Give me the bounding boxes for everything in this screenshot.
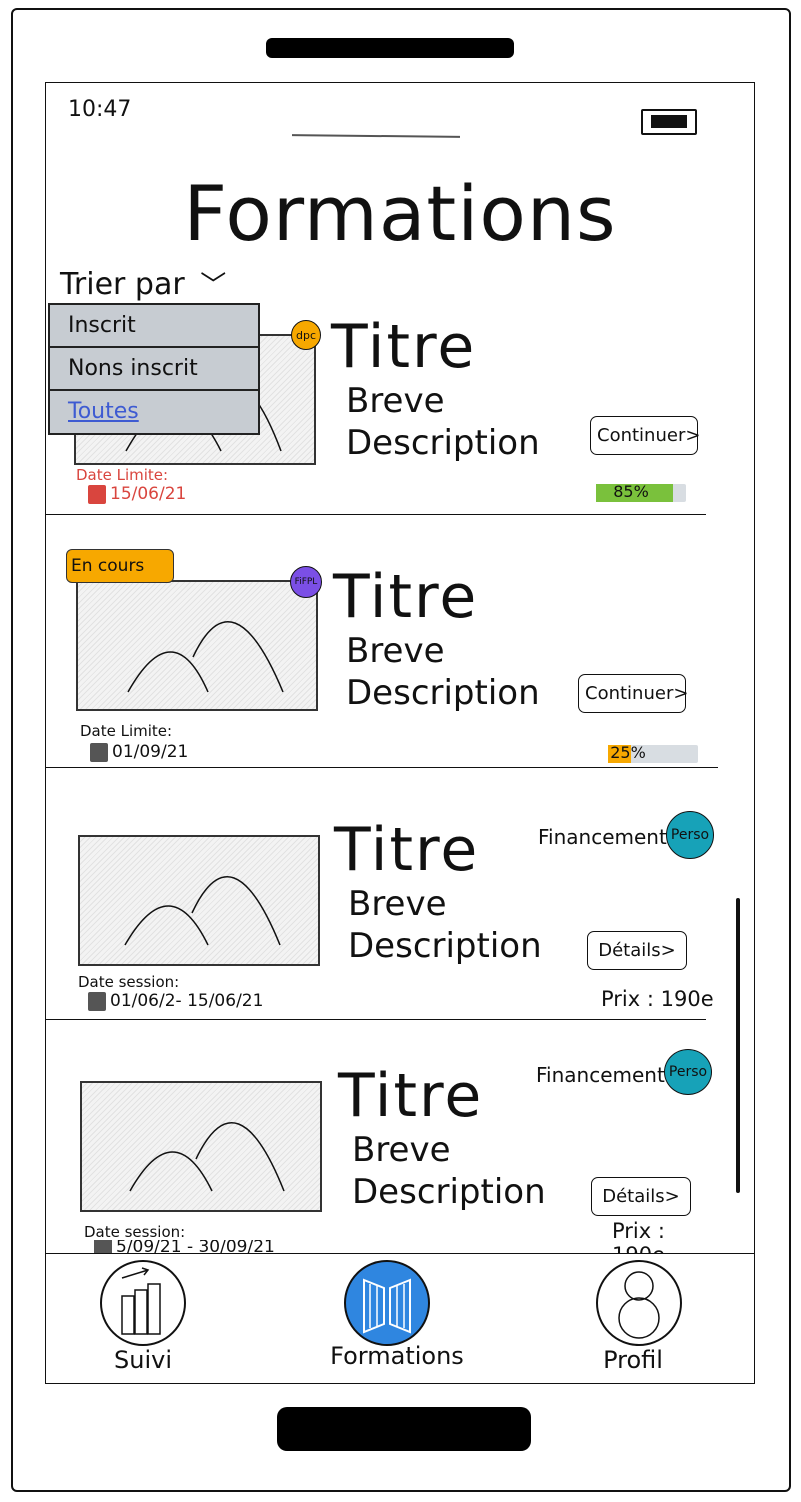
nav-formations[interactable]: Formations bbox=[330, 1342, 464, 1370]
sort-option-toutes[interactable]: Toutes bbox=[68, 399, 139, 424]
progress-fill bbox=[596, 484, 673, 502]
nav-profil[interactable]: Profil bbox=[603, 1346, 663, 1374]
deadline-value: 15/06/21 bbox=[88, 484, 186, 504]
divider bbox=[46, 1019, 706, 1020]
card-title: Titre bbox=[333, 562, 479, 632]
suivi-icon[interactable] bbox=[100, 1260, 186, 1346]
dpc-badge: dpc bbox=[291, 320, 321, 350]
session-dates: 01/06/2- 15/06/21 bbox=[110, 991, 264, 1011]
continue-button[interactable]: Continuer> bbox=[578, 674, 688, 713]
card-desc-line2: Description bbox=[352, 1172, 546, 1212]
card-desc-line1: Breve bbox=[348, 884, 447, 924]
notch-line bbox=[291, 134, 461, 138]
status-badge: En cours bbox=[66, 549, 174, 583]
sort-option-inscrit[interactable]: Inscrit bbox=[50, 305, 258, 348]
image-placeholder bbox=[78, 835, 320, 966]
session-dates: 5/09/21 - 30/09/21 bbox=[116, 1240, 275, 1253]
session-label: Date session: bbox=[84, 1223, 186, 1241]
deadline-date: 01/09/21 bbox=[112, 742, 189, 762]
session-value: 01/06/2- 15/06/21 bbox=[88, 991, 263, 1011]
card-desc-line2: Description bbox=[346, 673, 540, 713]
deadline-label: Date Limite: bbox=[80, 722, 173, 740]
speaker-bar bbox=[266, 38, 514, 58]
fifpl-badge: FiFPL bbox=[290, 566, 322, 598]
deadline-value: 01/09/21 bbox=[90, 742, 188, 762]
progress-text: 25% bbox=[610, 743, 646, 762]
progress-bar: 85% bbox=[596, 482, 686, 502]
details-button[interactable]: Détails> bbox=[591, 1177, 691, 1216]
page-title: Formations bbox=[183, 169, 617, 258]
session-label: Date session: bbox=[78, 973, 180, 991]
sort-dropdown-menu: Inscrit Nons inscrit Toutes bbox=[48, 303, 260, 435]
sort-dropdown-toggle[interactable]: Trier par ﹀ bbox=[60, 265, 226, 302]
progress-bar: 25% bbox=[608, 743, 698, 763]
deadline-date: 15/06/21 bbox=[110, 484, 187, 504]
image-placeholder bbox=[76, 580, 318, 711]
funding-badge: Perso bbox=[666, 811, 714, 859]
card-desc-line1: Breve bbox=[346, 631, 445, 671]
card-desc-line2: Description bbox=[348, 926, 542, 966]
details-button[interactable]: Détails> bbox=[587, 931, 687, 970]
formation-card[interactable]: Financement Perso Titre Breve Descriptio… bbox=[46, 769, 716, 1021]
battery-icon bbox=[641, 109, 697, 135]
price: Prix : 190e bbox=[601, 987, 714, 1011]
sort-option-non-inscrit[interactable]: Nons inscrit bbox=[50, 348, 258, 391]
card-title: Titre bbox=[331, 312, 477, 382]
scrollbar[interactable] bbox=[736, 898, 740, 1193]
continue-button[interactable]: Continuer> bbox=[590, 416, 700, 455]
bottom-nav: Suivi Formations Profil bbox=[46, 1253, 754, 1383]
sort-label: Trier par bbox=[60, 267, 185, 302]
card-desc-line1: Breve bbox=[352, 1130, 451, 1170]
calendar-icon bbox=[88, 484, 106, 504]
funding-label: Financement bbox=[538, 825, 667, 849]
divider bbox=[46, 767, 718, 768]
formation-card[interactable]: Financement Perso Titre Breve Descriptio… bbox=[46, 1021, 716, 1267]
screen: 10:47 Formations Trier par ﹀ dpc Titre B… bbox=[45, 82, 755, 1384]
calendar-icon bbox=[94, 1240, 112, 1253]
formations-icon[interactable] bbox=[344, 1260, 430, 1346]
home-button[interactable] bbox=[277, 1407, 531, 1451]
calendar-icon bbox=[88, 991, 106, 1011]
progress-fill bbox=[608, 745, 631, 763]
calendar-icon bbox=[90, 742, 108, 762]
funding-label: Financement bbox=[536, 1063, 665, 1087]
formation-card[interactable]: En cours FiFPL Titre Breve Description C… bbox=[46, 516, 718, 769]
card-desc-line2: Description bbox=[346, 423, 540, 463]
card-title: Titre bbox=[338, 1061, 484, 1131]
card-title: Titre bbox=[334, 815, 480, 885]
image-placeholder bbox=[80, 1081, 322, 1212]
chevron-down-icon: ﹀ bbox=[200, 271, 227, 301]
divider bbox=[46, 514, 706, 515]
nav-suivi[interactable]: Suivi bbox=[114, 1346, 172, 1374]
progress-text: 85% bbox=[613, 482, 649, 501]
session-value: 5/09/21 - 30/09/21 bbox=[94, 1240, 275, 1253]
profil-icon[interactable] bbox=[596, 1260, 682, 1346]
deadline-label: Date Limite: bbox=[76, 466, 169, 484]
card-desc-line1: Breve bbox=[346, 381, 445, 421]
status-time: 10:47 bbox=[68, 97, 132, 122]
funding-badge: Perso bbox=[664, 1049, 712, 1095]
